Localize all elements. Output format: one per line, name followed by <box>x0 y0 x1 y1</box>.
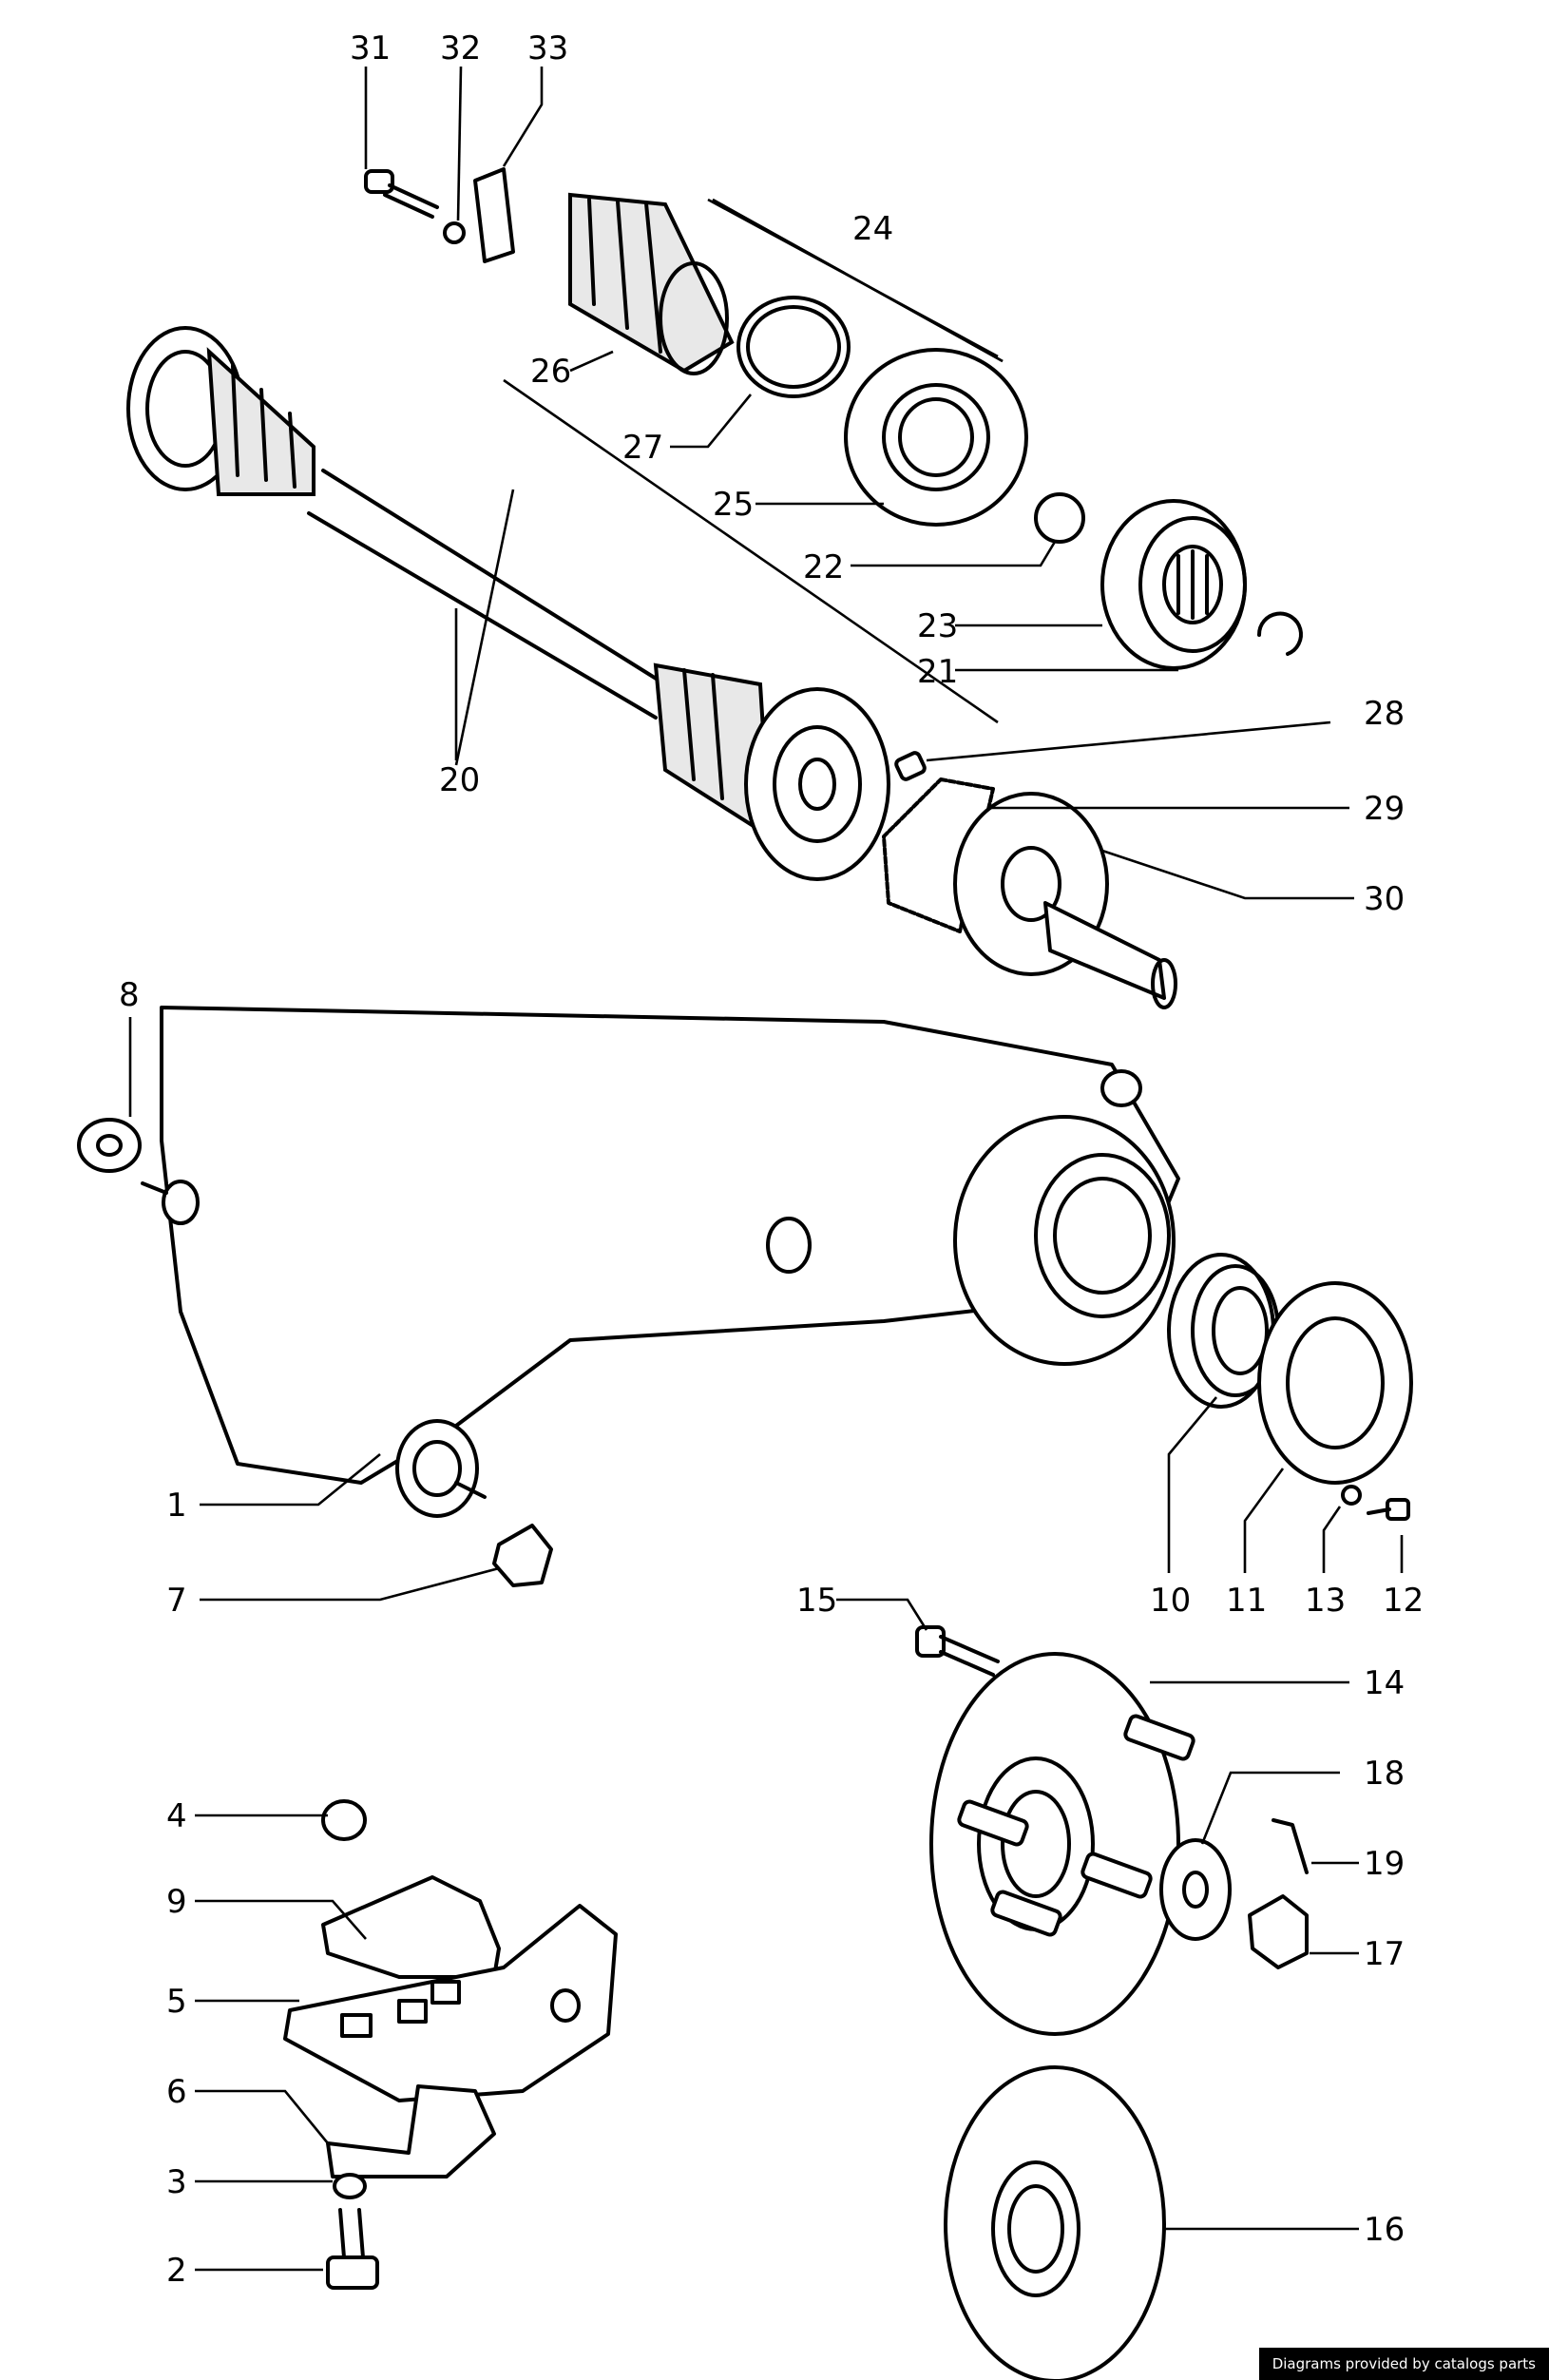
bearing-cover-11 <box>1257 1281 1413 1485</box>
washer-32 <box>443 221 466 244</box>
callout-18: 18 <box>1364 1755 1405 1793</box>
callout-22: 22 <box>803 548 844 586</box>
callout-17: 17 <box>1364 1935 1405 1973</box>
callout-1: 1 <box>166 1487 187 1525</box>
cotter-pin-19 <box>1272 1818 1309 1874</box>
brake-plate-9 <box>321 1875 501 1979</box>
callout-20: 20 <box>439 761 480 799</box>
hub-16 <box>944 2065 1166 2380</box>
leader-lines <box>128 66 1404 2272</box>
callout-15: 15 <box>796 1582 837 1620</box>
callout-25: 25 <box>713 486 754 524</box>
callout-7: 7 <box>166 1582 187 1620</box>
spring-plate-5 <box>283 1904 618 2102</box>
callout-3: 3 <box>166 2163 187 2201</box>
castle-nut-17 <box>1248 1894 1309 1969</box>
callout-14: 14 <box>1364 1664 1405 1702</box>
callout-24: 24 <box>852 210 893 248</box>
callout-21: 21 <box>917 653 958 691</box>
washer-18 <box>1159 1838 1232 1941</box>
callout-5: 5 <box>166 1983 187 2021</box>
plug-4 <box>321 1799 367 1841</box>
washer-8 <box>77 1118 142 1173</box>
cover-25 <box>844 348 1028 527</box>
callout-28: 28 <box>1364 695 1405 733</box>
callout-2: 2 <box>166 2252 187 2290</box>
callout-13: 13 <box>1305 1582 1346 1620</box>
credit-badge: Diagrams provided by catalogs parts <box>1258 2348 1549 2380</box>
callout-29: 29 <box>1364 790 1405 828</box>
callout-9: 9 <box>166 1883 187 1921</box>
callout-11: 11 <box>1226 1582 1267 1620</box>
nut-7 <box>492 1524 553 1587</box>
circlip-21 <box>1256 611 1303 656</box>
callout-12: 12 <box>1383 1582 1424 1620</box>
drive-shaft-20 <box>126 326 890 881</box>
lock-plate-33 <box>473 167 515 263</box>
bolt-2 <box>326 2208 379 2290</box>
callout-10: 10 <box>1150 1582 1191 1620</box>
callout-16: 16 <box>1364 2211 1405 2249</box>
washer-13 <box>1341 1485 1362 1506</box>
trailing-arm-1 <box>141 1006 1180 1518</box>
stub-axle-flange-30 <box>953 792 1177 1009</box>
callout-8: 8 <box>119 976 140 1014</box>
bolt-31 <box>364 169 439 219</box>
cv-joint-23 <box>1100 499 1247 670</box>
brake-drum-hub-14 <box>929 1652 1195 2036</box>
callout-labels: 1 2 3 4 5 6 7 8 9 10 11 12 13 14 15 16 1… <box>119 29 1424 2290</box>
callout-6: 6 <box>166 2073 187 2111</box>
callout-26: 26 <box>530 353 571 391</box>
clamp-27 <box>736 296 851 398</box>
callout-23: 23 <box>917 607 958 645</box>
callout-4: 4 <box>166 1797 187 1835</box>
callout-32: 32 <box>440 29 481 67</box>
callout-30: 30 <box>1364 880 1405 918</box>
washer-3 <box>333 2173 367 2199</box>
callout-27: 27 <box>622 429 663 467</box>
circlip-22 <box>1034 492 1085 544</box>
pin-28 <box>894 751 927 781</box>
gasket-29 <box>882 777 995 933</box>
wheel-bolt-15 <box>915 1625 1000 1677</box>
callout-19: 19 <box>1364 1845 1405 1883</box>
callout-31: 31 <box>350 29 391 67</box>
callout-33: 33 <box>527 29 568 67</box>
boot-26 <box>568 192 735 375</box>
bolt-12 <box>1367 1498 1410 1521</box>
